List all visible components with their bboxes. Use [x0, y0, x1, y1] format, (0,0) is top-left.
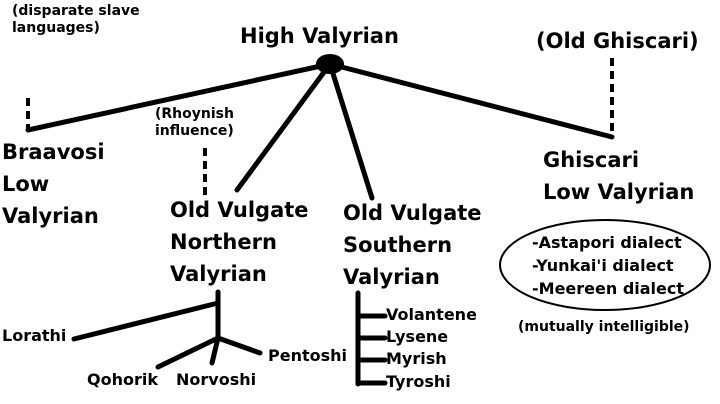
label-line: Old Vulgate [343, 201, 482, 225]
note-line: (disparate slave [12, 3, 140, 19]
edge-northern [234, 61, 333, 193]
edge-norvoshi [209, 335, 221, 366]
slave-languages-note: (disparate slave languages) [12, 3, 140, 37]
qohorik-label: Qohorik [87, 370, 158, 389]
edge-pentoshi [215, 335, 263, 356]
label-line: Northern [170, 230, 277, 254]
edge-southern [327, 61, 375, 201]
myrish-label: Myrish [386, 349, 447, 368]
label-line: Braavosi [2, 140, 105, 164]
ghiscari-dialects: -Astapori dialect -Yunkai'i dialect -Mee… [532, 231, 684, 300]
dialect-item: -Meereen dialect [532, 279, 685, 298]
label-line: Low [2, 172, 50, 196]
braavosi-label: Braavosi Low Valyrian [2, 136, 105, 232]
note-line: (Rhoynish [155, 106, 234, 122]
old-ghiscari-note: (Old Ghiscari) [536, 29, 699, 53]
northern-label: Old Vulgate Northern Valyrian [170, 194, 309, 290]
note-line: influence) [155, 123, 234, 139]
dialect-item: -Astapori dialect [532, 233, 682, 252]
edge-qohorik [155, 335, 221, 370]
edge-lorathi [71, 300, 221, 342]
lysene-label: Lysene [386, 327, 449, 346]
edge-braavosi [25, 61, 333, 133]
norvoshi-label: Norvoshi [176, 370, 257, 389]
label-line: Low Valyrian [543, 180, 695, 204]
label-line: Old Vulgate [170, 198, 309, 222]
label-line: Valyrian [170, 262, 267, 286]
rhoynish-note: (Rhoynish influence) [155, 106, 234, 140]
edge-ghiscari [327, 61, 615, 140]
dialect-group-ellipse [499, 219, 711, 311]
label-line: Ghiscari [543, 148, 640, 172]
dialect-item: -Yunkai'i dialect [532, 256, 674, 275]
mutual-note: (mutually intelligible) [518, 319, 690, 335]
label-line: Southern [343, 233, 453, 257]
lorathi-label: Lorathi [2, 326, 67, 345]
root-label: High Valyrian [240, 24, 399, 48]
label-line: Valyrian [343, 265, 440, 289]
volantene-label: Volantene [386, 305, 477, 324]
label-line: Valyrian [2, 204, 99, 228]
note-line: languages) [12, 20, 100, 36]
ghiscari-label: Ghiscari Low Valyrian [543, 144, 694, 208]
root-node [316, 54, 344, 74]
pentoshi-label: Pentoshi [268, 346, 348, 365]
southern-label: Old Vulgate Southern Valyrian [343, 197, 482, 293]
tyroshi-label: Tyroshi [386, 372, 451, 391]
